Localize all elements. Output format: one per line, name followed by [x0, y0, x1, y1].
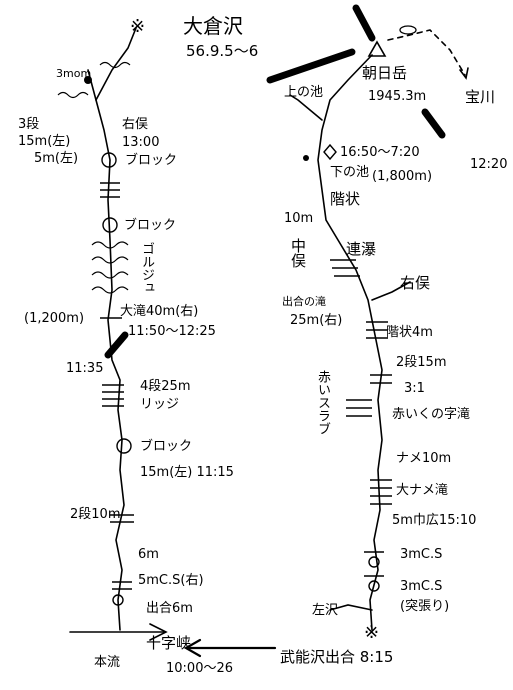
falls-mark [330, 259, 360, 277]
falls-mark [100, 182, 120, 198]
label-anchor: (突張り) [400, 599, 450, 614]
label-15m-1115: 15m(左) 11:15 [140, 465, 234, 480]
falls-mark [102, 384, 124, 407]
right-fork-stream [371, 281, 411, 301]
ridge-small [104, 331, 129, 359]
label-kaidan: 階状 [330, 190, 361, 208]
falls-mark [364, 551, 384, 577]
label-2dan-10m: 2段10m [70, 507, 121, 522]
hondani-arrow [149, 623, 168, 641]
falls-mark [112, 581, 132, 590]
trail-arrow [459, 67, 469, 80]
block-marker [101, 152, 117, 168]
trail-dashed [387, 29, 466, 76]
label-renbaku: 連瀑 [346, 240, 377, 258]
label-5m-wide: 5m巾広15:10 [392, 513, 477, 528]
label-big-falls-time: 11:50〜12:25 [128, 324, 216, 339]
falls-mark [370, 374, 392, 384]
label-block-1: ブロック [125, 153, 178, 168]
label-name-10m: ナメ10m [396, 451, 452, 466]
label-right-fork-east: 右俣 [400, 274, 431, 292]
label-2dan-15m: 2段15m [396, 355, 447, 370]
block-marker [102, 217, 118, 233]
takara-time: 12:20 [470, 157, 508, 172]
falls-mark [366, 321, 388, 339]
return-arrowhead [183, 638, 202, 658]
summit-marker [367, 40, 387, 57]
pond-marker [399, 25, 417, 35]
label-akai-taki: 赤いくの字滝 [392, 407, 471, 422]
label-gorge: ゴルジュ [139, 242, 154, 294]
label-3to1: 3:1 [404, 381, 425, 396]
start-mark-top: ※ [130, 16, 145, 37]
east-stream [317, 54, 383, 631]
cs-boulder [368, 580, 380, 592]
label-1200: (1,200m) [24, 311, 85, 326]
label-shimo-elev: (1,800m) [372, 169, 433, 184]
label-block-2: ブロック [124, 218, 177, 233]
west-top-branch [95, 27, 137, 101]
map-title: 大倉沢 [183, 14, 243, 38]
label-deai-25m: 25m(右) [290, 313, 343, 328]
camp-marker [323, 143, 337, 161]
block-marker [116, 438, 132, 454]
label-hondani: 本流 [94, 655, 121, 670]
label-ledge: リッジ [140, 397, 180, 412]
ridge-north [352, 4, 376, 42]
label-deai-start: 武能沢出合 8:15 [280, 648, 394, 666]
label-4dan: 4段25m [140, 379, 191, 394]
label-6m: 6m [138, 547, 159, 562]
takara-name: 宝川 [465, 88, 496, 106]
label-naka-mata: 中俣 [289, 238, 307, 268]
start-mark-bottom: ※ [364, 622, 379, 643]
ridge-east [421, 108, 446, 139]
label-3mcs-1: 3mC.S [400, 547, 443, 562]
label-1300: 13:00 [122, 135, 160, 150]
left-fork-stream [329, 604, 373, 611]
label-block-3: ブロック [140, 439, 193, 454]
gorge-mark [91, 241, 129, 294]
label-deai-6m: 出合6m [146, 601, 193, 616]
label-camp: 16:50〜7:20 [340, 145, 420, 160]
pond-lower [84, 76, 92, 84]
label-3dan: 3段 [18, 117, 40, 132]
cs-boulder [112, 594, 124, 606]
label-kami-ike: 上の池 [284, 85, 324, 100]
label-5m-cs: 5mC.S(右) [138, 573, 204, 588]
pond-upper [303, 155, 309, 161]
label-akai-slab: 赤いスラブ [315, 370, 330, 435]
label-deai-taki: 出合の滝 [282, 295, 326, 308]
label-stair-4m: 階状4m [386, 325, 433, 340]
falls-mark [346, 399, 372, 417]
label-big-falls: 大滝40m(右) [120, 304, 199, 319]
label-start-time: 10:00〜26 [166, 661, 234, 676]
falls-mark [110, 514, 134, 523]
falls-mark [370, 479, 392, 505]
label-jikkoku: 十字峡 [146, 634, 192, 652]
label-10m: 10m [284, 211, 314, 226]
ridge-west [266, 48, 356, 84]
label-big-name-taki: 大ナメ滝 [396, 483, 449, 498]
label-15m: 15m(左) [18, 134, 71, 149]
label-left-fork: 左沢 [312, 603, 339, 618]
label-right-fork: 右俣 [122, 117, 149, 132]
label-1135: 11:35 [66, 361, 104, 376]
west-stream [87, 69, 125, 631]
label-5m: 5m(左) [34, 151, 79, 166]
label-3mcs-2: 3mC.S [400, 579, 443, 594]
cs-boulder [368, 556, 380, 568]
label-3mom: 3mom [56, 67, 92, 80]
trip-dates: 56.9.5〜6 [186, 42, 259, 60]
label-shimo-ike: 下の池 [330, 165, 370, 180]
pond-branch [289, 94, 323, 121]
summit-elevation: 1945.3m [368, 89, 427, 104]
gorge-mark-top [57, 61, 131, 99]
summit-name: 朝日岳 [362, 64, 408, 82]
